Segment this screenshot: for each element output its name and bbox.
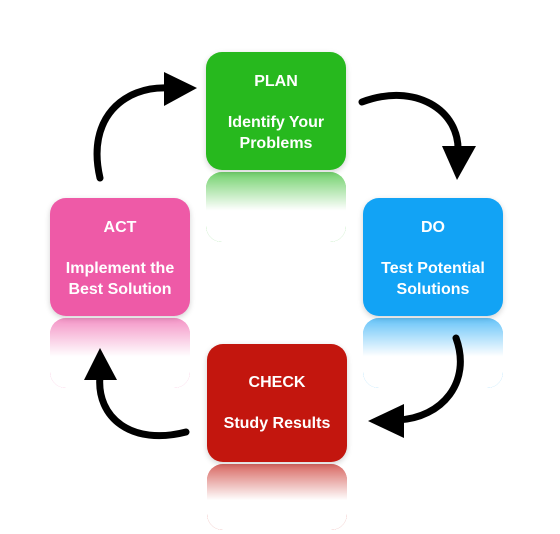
act-description-line2: Best Solution [68,281,172,298]
plan-description-line1: Identify Your [227,114,325,131]
arrow-do-to-check [368,334,464,438]
check-box: CHECK Study Results [207,344,347,462]
do-description-line1: Test Potential [381,260,485,277]
act-title: ACT [103,219,137,236]
act-box: ACT Implement the Best Solution [50,198,190,316]
plan-title: PLAN [254,73,298,90]
do-box: DO Test Potential Solutions [363,198,503,316]
do-title: DO [421,219,445,236]
arrow-act-to-plan [93,72,197,182]
check-description-line1: Study Results [223,415,331,432]
check-title: CHECK [248,374,306,391]
arrow-check-to-act [84,348,190,440]
arrow-plan-to-do [358,91,476,180]
plan-box: PLAN Identify Your Problems [206,52,346,170]
do-description-line2: Solutions [396,281,470,298]
act-description-line1: Implement the [65,260,175,277]
plan-description-line2: Problems [239,135,313,152]
